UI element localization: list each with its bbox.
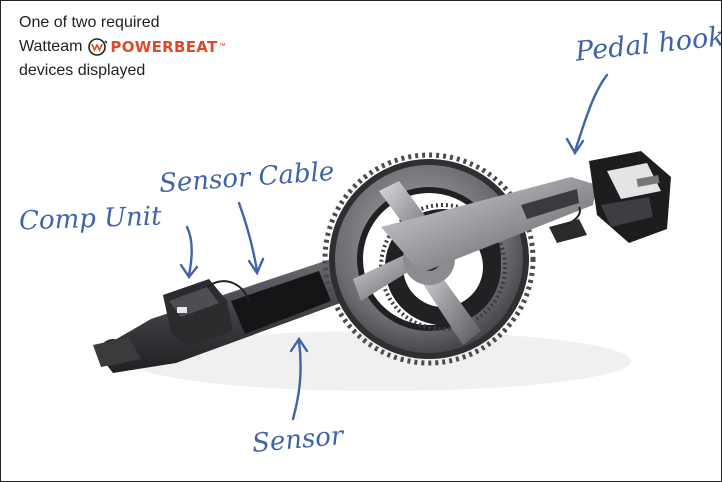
caption-watteam-text: Watteam [19,38,83,55]
watteam-logo-icon [88,38,108,56]
pedal-hook-clip [549,219,587,243]
trademark-symbol: ™ [218,43,226,50]
comp-unit-arrow [185,225,193,277]
left-pedal-stub [93,337,141,367]
pedal-hook-arrowhead [565,137,585,156]
caption-line-1: One of two required [19,14,160,31]
ground-shadow [131,331,631,391]
comp-unit-label: Comp Unit [18,201,163,237]
sensor-pad [231,271,331,334]
sensor-arrowhead [289,336,309,353]
sensor-cable-arrow [237,201,259,273]
powerbeat-brand-text: POWERBEAT [110,38,218,56]
right-pedal [589,151,671,243]
annotation-arrows [179,73,609,421]
right-crank-arm [381,177,597,273]
caption-line-3: devices displayed [19,62,146,79]
pedal-hook-arrow [573,73,609,153]
sensor-cable-arrowhead [247,257,265,276]
sensor-arrow [291,339,302,421]
comp-unit-arrowhead [179,263,199,280]
comp-unit [163,279,250,347]
